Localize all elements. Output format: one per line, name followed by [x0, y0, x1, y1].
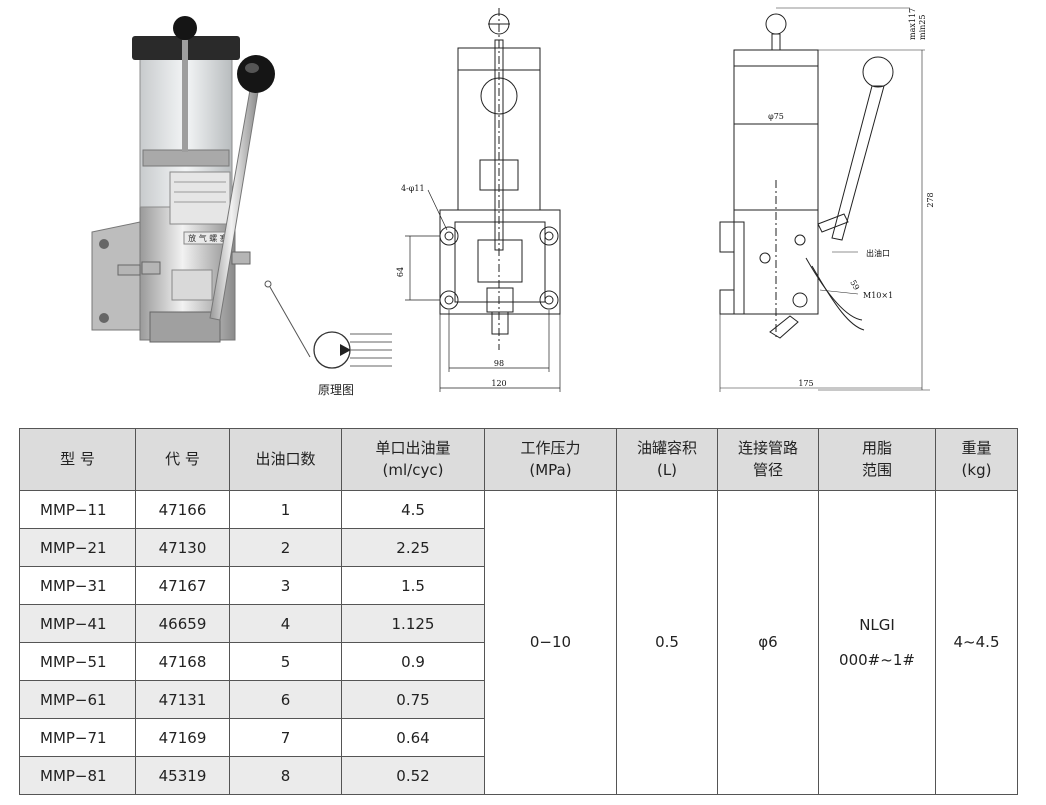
height-64-dimension: 64 [396, 267, 405, 277]
angle-label: 59 [848, 279, 861, 292]
side-view-drawing [719, 7, 930, 392]
output-volume-cell: 1.5 [341, 566, 485, 605]
thread-label: M10×1 [863, 291, 893, 300]
code-cell: 47168 [135, 642, 230, 681]
total-height-dimension: 278 [926, 192, 935, 207]
model-cell: MMP−31 [19, 566, 136, 605]
outlet-count-cell: 8 [229, 756, 342, 795]
model-cell: MMP−41 [19, 604, 136, 643]
vent-plug-label: 放 气 螺 塞 [188, 233, 228, 243]
outlet-count-cell: 2 [229, 528, 342, 567]
code-cell: 47167 [135, 566, 230, 605]
model-cell: MMP−21 [19, 528, 136, 567]
outlet-count-cell: 6 [229, 680, 342, 719]
header-pipe: 连接管路 管径 [717, 428, 819, 491]
outlet-count-cell: 5 [229, 642, 342, 681]
code-cell: 47131 [135, 680, 230, 719]
header-code: 代 号 [135, 428, 230, 491]
diameter-dimension: φ75 [768, 112, 784, 121]
pump-photo: 放 气 螺 塞 [91, 16, 275, 343]
outlet-count-cell: 1 [229, 490, 342, 529]
max-stroke-dimension: max117 [908, 8, 917, 40]
pipe-diameter-cell: φ6 [717, 490, 819, 795]
grease-standard: NLGI [859, 616, 895, 634]
depth-dimension: 175 [798, 379, 813, 388]
schematic-symbol [264, 280, 392, 369]
header-outlets: 出油口数 [229, 428, 342, 491]
code-cell: 45319 [135, 756, 230, 795]
output-volume-cell: 2.25 [341, 528, 485, 567]
outlet-count-cell: 3 [229, 566, 342, 605]
model-cell: MMP−11 [19, 490, 136, 529]
model-cell: MMP−71 [19, 718, 136, 757]
model-cell: MMP−81 [19, 756, 136, 795]
model-cell: MMP−61 [19, 680, 136, 719]
schematic-caption: 原理图 [318, 383, 355, 397]
width-120-dimension: 120 [491, 379, 506, 388]
output-volume-cell: 0.9 [341, 642, 485, 681]
code-cell: 47169 [135, 718, 230, 757]
output-volume-cell: 0.52 [341, 756, 485, 795]
model-cell: MMP−51 [19, 642, 136, 681]
code-cell: 47166 [135, 490, 230, 529]
front-view-drawing [405, 8, 561, 392]
spec-table: 型 号 代 号 出油口数 单口出油量 (ml/cyc) 工作压力 (MPa) 油… [19, 428, 1018, 795]
volume-cell: 0.5 [616, 490, 718, 795]
grease-grade: 000#~1# [839, 650, 915, 669]
figure-drawings: 放 气 螺 塞 [91, 7, 935, 392]
output-volume-cell: 0.64 [341, 718, 485, 757]
code-cell: 47130 [135, 528, 230, 567]
header-volume: 油罐容积 (L) [616, 428, 718, 491]
outlet-label: 出油口 [866, 248, 890, 258]
output-volume-cell: 4.5 [341, 490, 485, 529]
table-header-row: 型 号 代 号 出油口数 单口出油量 (ml/cyc) 工作压力 (MPa) 油… [19, 428, 1018, 491]
product-figure: 放 气 螺 塞 [91, 7, 935, 397]
header-pressure: 工作压力 (MPa) [484, 428, 617, 491]
code-cell: 46659 [135, 604, 230, 643]
min-stroke-dimension: min25 [918, 15, 927, 40]
output-volume-cell: 0.75 [341, 680, 485, 719]
weight-cell: 4~4.5 [935, 490, 1018, 795]
holes-dimension: 4-φ11 [401, 184, 425, 193]
header-grease: 用脂 范围 [818, 428, 936, 491]
outlet-count-cell: 4 [229, 604, 342, 643]
output-volume-cell: 1.125 [341, 604, 485, 643]
pressure-cell: 0−10 [484, 490, 617, 795]
outlet-count-cell: 7 [229, 718, 342, 757]
grease-range-cell: NLGI 000#~1# [818, 490, 936, 795]
width-98-dimension: 98 [494, 359, 504, 368]
header-weight: 重量 (kg) [935, 428, 1018, 491]
header-output: 单口出油量 (ml/cyc) [341, 428, 485, 491]
header-model: 型 号 [19, 428, 136, 491]
